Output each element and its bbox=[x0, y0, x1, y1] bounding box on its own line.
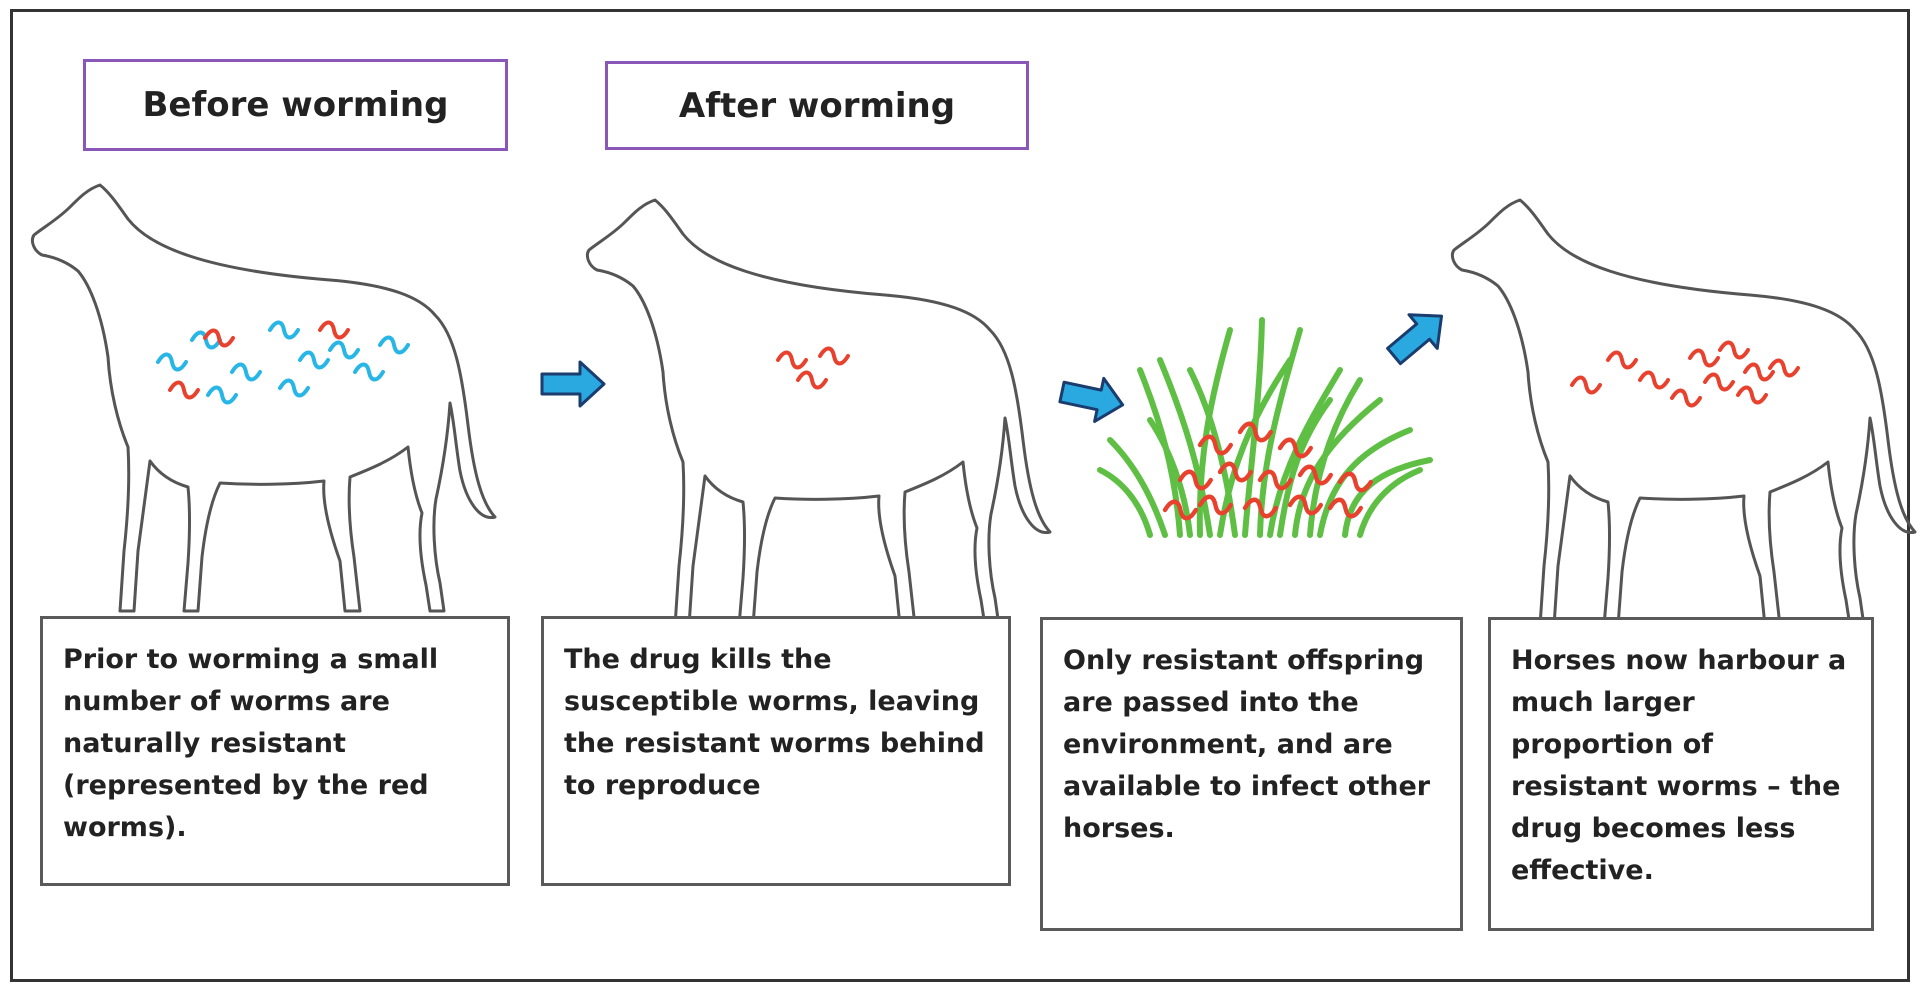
arrow-1 bbox=[540, 360, 606, 408]
arrow-2 bbox=[1055, 368, 1129, 428]
grass-environment bbox=[1097, 317, 1433, 538]
caption-step-1: Prior to worming a small number of worms… bbox=[40, 616, 510, 886]
horse-before bbox=[30, 183, 497, 613]
worms-before bbox=[156, 320, 410, 405]
horse-later bbox=[1450, 198, 1917, 628]
horse-after bbox=[585, 198, 1052, 628]
caption-step-3: Only resistant offspring are passed into… bbox=[1040, 617, 1463, 931]
before-worming-text: Before worming bbox=[142, 85, 449, 125]
worms-later bbox=[1570, 340, 1800, 408]
caption-step-2: The drug kills the susceptible worms, le… bbox=[541, 616, 1011, 886]
after-worming-text: After worming bbox=[678, 85, 956, 126]
before-worming-label: Before worming bbox=[83, 59, 508, 151]
worms-after bbox=[776, 346, 850, 390]
caption-step-4: Horses now harbour a much larger proport… bbox=[1488, 617, 1874, 931]
after-worming-label: After worming bbox=[605, 61, 1029, 150]
arrow-3 bbox=[1378, 297, 1458, 375]
